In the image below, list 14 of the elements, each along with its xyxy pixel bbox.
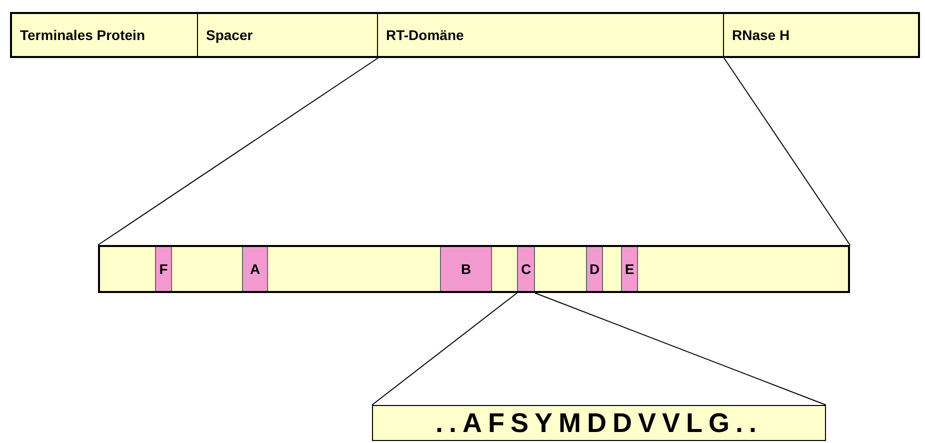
motif-box: C [517,247,535,291]
motif-box: D [586,247,603,291]
motif-box: F [155,247,172,291]
motif-box: A [242,247,268,291]
zoom-line [98,58,378,246]
zoom-line [534,292,826,406]
motif-box: B [440,247,492,291]
zoom-line [724,58,850,246]
protein-bar [98,245,850,293]
protein-bar [10,12,920,58]
motif-box: E [621,247,638,291]
zoom-line [372,292,518,406]
sequence-box: ..AFSYMDDVVLG.. [372,405,826,441]
node-label: RNase H [732,27,790,43]
